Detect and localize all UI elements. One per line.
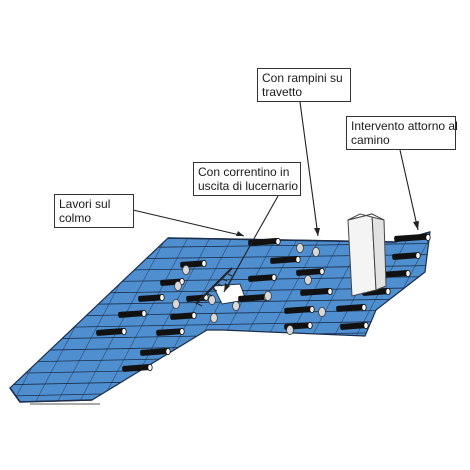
callout-chimney-line1: Intervento attorno al bbox=[351, 119, 458, 133]
callout-ridge-line1: Lavori sul bbox=[59, 197, 111, 211]
callout-hooks-line1: Con rampini su bbox=[262, 71, 343, 85]
roller bbox=[340, 321, 369, 330]
tile-joint-line bbox=[421, 232, 430, 402]
roller bbox=[138, 293, 165, 302]
hook-bracket bbox=[312, 247, 320, 257]
roller bbox=[170, 311, 197, 320]
roller bbox=[296, 267, 325, 276]
arrow-ridge bbox=[236, 231, 244, 236]
roller bbox=[248, 237, 281, 246]
hook-bracket bbox=[304, 275, 312, 285]
roof-eaves bbox=[9, 387, 93, 403]
safety-rollers bbox=[96, 233, 431, 372]
callout-chimney-work: Intervento attorno al camino bbox=[346, 116, 458, 150]
leader-ridge bbox=[132, 209, 245, 237]
roller bbox=[394, 233, 431, 242]
roller bbox=[284, 305, 315, 314]
roller bbox=[156, 327, 185, 336]
callout-ridge-work: Lavori sul colmo bbox=[54, 194, 134, 228]
hook-bracket bbox=[172, 299, 180, 309]
hook-bracket bbox=[318, 307, 326, 317]
arrow-batten bbox=[224, 283, 230, 292]
arrow-hooks bbox=[314, 228, 320, 236]
arrow-chimney bbox=[413, 221, 419, 230]
leader-batten bbox=[223, 195, 279, 293]
roof-hooks bbox=[172, 243, 326, 335]
roller bbox=[96, 327, 127, 336]
hook-bracket bbox=[232, 301, 240, 311]
tile-joint-line bbox=[91, 232, 193, 402]
callout-batten-line2: uscita di lucernario bbox=[198, 179, 299, 193]
leader-arrowheads bbox=[224, 221, 419, 292]
chimney bbox=[347, 213, 387, 297]
callout-chimney-line2: camino bbox=[351, 133, 390, 147]
hook-bracket bbox=[208, 295, 216, 305]
callout-skylight-batten: Con correntino in uscita di lucernario bbox=[193, 162, 301, 196]
roller bbox=[392, 251, 421, 260]
hook-bracket bbox=[210, 313, 218, 323]
hook-bracket bbox=[182, 265, 190, 275]
leader-hooks bbox=[299, 101, 319, 237]
roller bbox=[140, 347, 171, 356]
callout-batten-line1: Con correntino in bbox=[198, 165, 290, 179]
hook-bracket bbox=[174, 281, 182, 291]
leader-chimney bbox=[399, 149, 419, 231]
skylight-batten bbox=[195, 267, 233, 307]
callout-leaders bbox=[132, 101, 419, 293]
hook-bracket bbox=[286, 325, 294, 335]
callout-rafter-hooks: Con rampini su travetto bbox=[257, 68, 351, 102]
tile-joint-line bbox=[466, 230, 470, 420]
tile-joint-line bbox=[69, 232, 171, 402]
roller bbox=[300, 287, 333, 296]
callout-ridge-line2: colmo bbox=[59, 211, 92, 225]
hook-bracket bbox=[296, 243, 304, 253]
roller bbox=[336, 303, 367, 312]
roller bbox=[380, 269, 411, 278]
roller bbox=[270, 255, 301, 264]
callout-hooks-line2: travetto bbox=[262, 85, 303, 99]
roller bbox=[122, 363, 153, 372]
hook-bracket bbox=[264, 291, 272, 301]
tile-joint-line bbox=[444, 230, 470, 420]
roller bbox=[118, 309, 147, 318]
roller bbox=[248, 273, 277, 282]
